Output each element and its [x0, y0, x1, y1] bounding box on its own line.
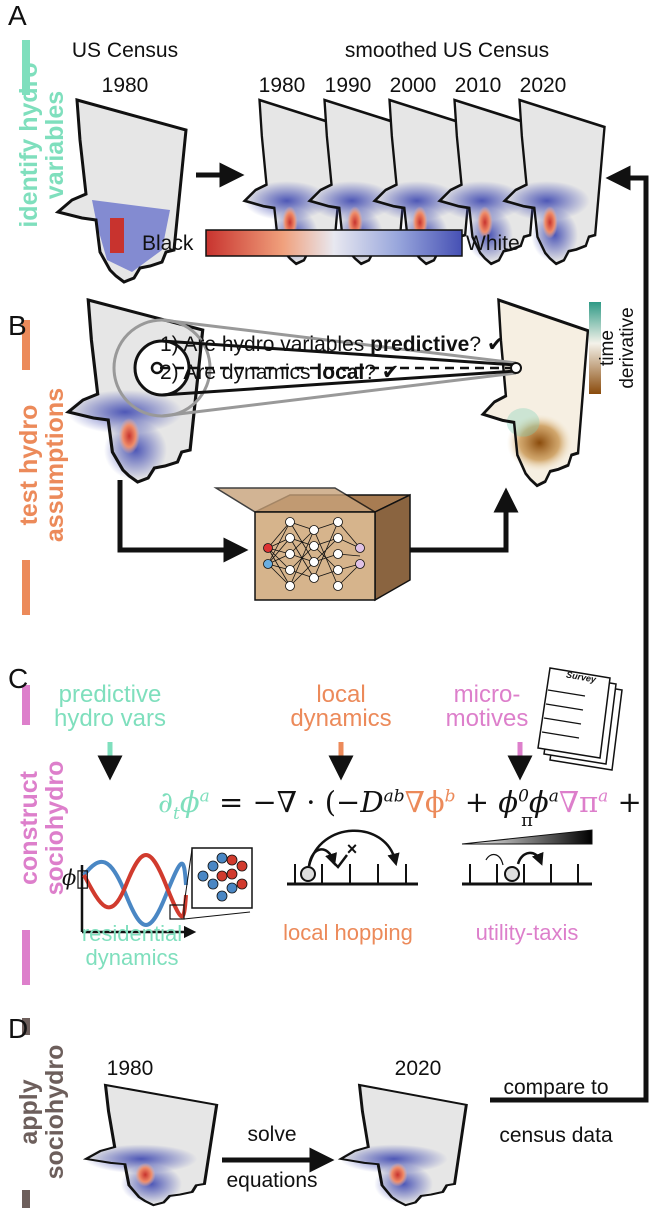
check-icon: ✔	[486, 333, 505, 356]
utility-pi-label: π	[521, 810, 533, 831]
utility-taxis-label: utility-taxis	[475, 920, 579, 945]
sociohydro-equation: ∂tϕa = −∇ · (−Dab∇ϕb + ϕ0ϕa∇πa + . . . )	[158, 785, 650, 824]
raw-census-map	[56, 98, 188, 284]
compare-to-label: compare to	[503, 1076, 609, 1099]
raw-census-year: 1980	[101, 74, 149, 97]
race-colorbar	[205, 229, 463, 257]
smoothed-census-title: smoothed US Census	[344, 39, 550, 62]
micro-motives-label: micro-motives	[445, 681, 529, 732]
equations-label: equations	[226, 1169, 318, 1192]
time-derivative-map	[481, 298, 590, 488]
panel-letter-b: B	[8, 310, 27, 341]
map-1980	[85, 1085, 217, 1205]
map-2020	[340, 1085, 466, 1205]
check-icon: ✔	[381, 361, 400, 384]
survey-icon	[537, 667, 623, 771]
year-label: 2010	[454, 74, 502, 97]
colorbar-label-black: Black	[142, 232, 194, 255]
forbidden-hop-icon: ×	[346, 839, 358, 859]
question-local: 2) Are dynamics local? ✔	[160, 361, 400, 384]
residential-dynamics-icon	[80, 847, 253, 939]
local-hopping-label: local hopping	[283, 920, 413, 945]
colorbar-label-white: White	[466, 232, 520, 255]
time-derivative-colorbar	[589, 302, 601, 394]
utility-taxis-icon	[461, 829, 593, 886]
feedback-arrow	[490, 165, 649, 1103]
phi-axis-label: ϕ⃗	[62, 866, 89, 890]
arrow-from-network	[380, 487, 519, 553]
end-year-label: 2020	[394, 1057, 442, 1080]
question-predictive: 1) Are hydro variables predictive? ✔	[160, 333, 505, 356]
panel-letter-c: C	[8, 663, 29, 694]
year-label: 2000	[389, 74, 437, 97]
neural-network-box-icon	[213, 487, 411, 602]
solve-label: solve	[247, 1123, 297, 1146]
arrow-to-network	[117, 480, 249, 563]
panel-letter-d: D	[8, 1013, 29, 1044]
panel-letter-a: A	[8, 0, 27, 31]
year-label: 1980	[258, 74, 306, 97]
year-label: 2020	[519, 74, 567, 97]
raw-census-title: US Census	[71, 39, 179, 62]
local-hopping-icon	[287, 829, 418, 886]
start-year-label: 1980	[106, 1057, 154, 1080]
year-label: 1990	[324, 74, 372, 97]
census-data-label: census data	[499, 1124, 613, 1147]
